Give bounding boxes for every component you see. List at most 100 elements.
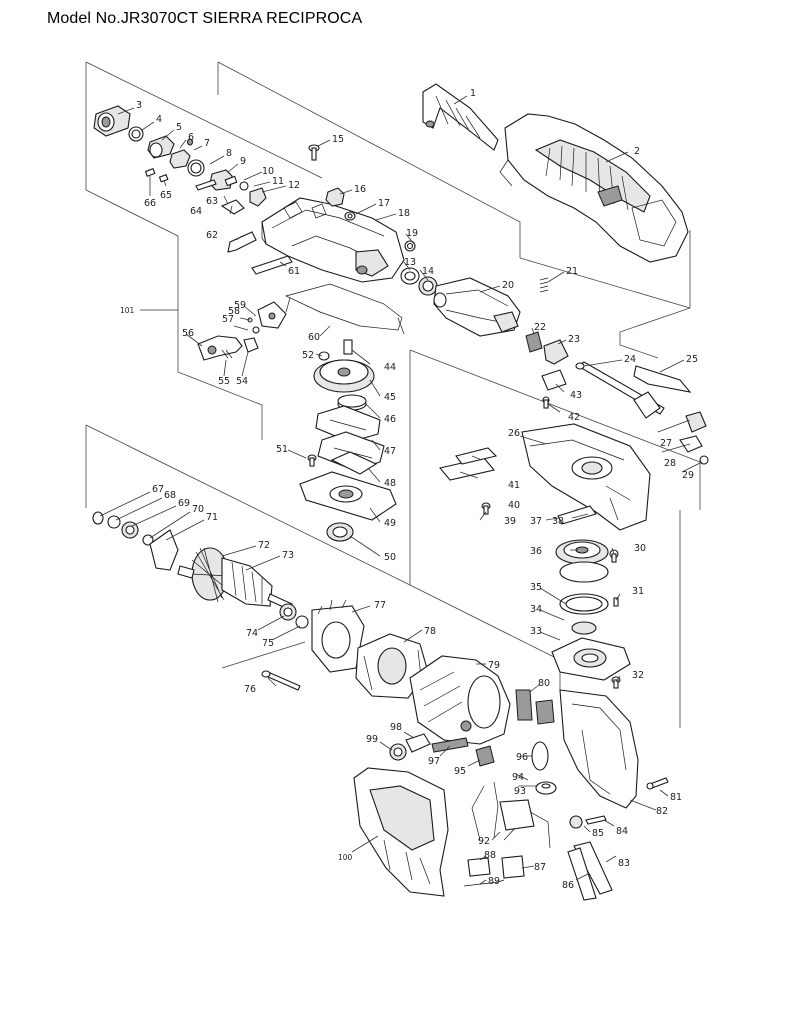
- part-fan-72: [191, 547, 229, 603]
- callout-69: 69: [178, 498, 190, 509]
- callout-100: 100: [338, 853, 353, 862]
- leader-lines: [99, 95, 703, 885]
- callout-74: 74: [246, 628, 258, 639]
- callout-35: 35: [530, 582, 542, 593]
- part-brush-holder-98-99: [389, 733, 431, 761]
- callout-10: 10: [262, 166, 274, 177]
- callout-43: 43: [570, 390, 582, 401]
- part-base-plate-49: [299, 471, 397, 521]
- part-washers-67-71: [92, 511, 179, 571]
- callout-25: 25: [686, 354, 698, 365]
- part-blocks-87-88-89: [463, 855, 525, 887]
- group-outline-lower: [85, 424, 681, 728]
- callout-96: 96: [516, 752, 528, 763]
- part-rings-34-35: [559, 561, 609, 635]
- callout-65: 65: [160, 190, 172, 201]
- callout-5: 5: [176, 122, 182, 133]
- callout-67: 67: [152, 484, 164, 495]
- callout-9: 9: [240, 156, 246, 167]
- callout-labels: 1 2 3 4 5 6 7 8 9 10 11 12 13 14 15 16 1…: [120, 88, 698, 891]
- part-pins-and-screws-left: [144, 168, 293, 275]
- part-gear-45: [313, 339, 375, 393]
- part-bearings-13-14: [400, 267, 438, 296]
- part-sleeve-bushings: [147, 135, 233, 191]
- part-motor-housing-79: [409, 655, 511, 745]
- part-washer-19: [404, 240, 416, 252]
- callout-70: 70: [192, 504, 204, 515]
- callout-3: 3: [136, 100, 142, 111]
- callout-94: 94: [512, 772, 524, 783]
- part-shaft-24: [575, 361, 692, 419]
- callout-83: 83: [618, 858, 630, 869]
- part-screw-15: [308, 144, 320, 161]
- callout-88: 88: [484, 850, 496, 861]
- part-blocks-22-23: [525, 331, 569, 365]
- callout-29: 29: [682, 470, 694, 481]
- part-baffle-77: [311, 599, 365, 673]
- callout-1: 1: [470, 88, 476, 99]
- callout-17: 17: [378, 198, 390, 209]
- part-blade-bracket: [422, 83, 499, 151]
- callout-19: 19: [406, 228, 418, 239]
- callout-76: 76: [244, 684, 256, 695]
- callout-82: 82: [656, 806, 668, 817]
- callout-22: 22: [534, 322, 546, 333]
- callout-24: 24: [624, 354, 636, 365]
- part-plunger-sleeve: [93, 105, 144, 142]
- callout-37: 37: [530, 516, 542, 527]
- callout-12: 12: [288, 180, 300, 191]
- part-plate-48: [330, 451, 378, 475]
- group-outline-upper-left: [85, 61, 521, 440]
- callout-54: 54: [236, 376, 248, 387]
- part-switch-80: [515, 689, 555, 725]
- callout-18: 18: [398, 208, 410, 219]
- callout-49: 49: [384, 518, 396, 529]
- callout-57: 57: [222, 314, 234, 325]
- callout-31: 31: [632, 586, 644, 597]
- part-clamp-43: [541, 369, 567, 409]
- callout-55: 55: [218, 376, 230, 387]
- callout-56: 56: [182, 328, 194, 339]
- callout-60: 60: [308, 332, 320, 343]
- callout-58: 58: [228, 306, 240, 317]
- callout-59: 59: [234, 300, 246, 311]
- callout-72: 72: [258, 540, 270, 551]
- part-gear-housing-26: [521, 423, 651, 531]
- callout-16: 16: [354, 184, 366, 195]
- callout-71: 71: [206, 512, 218, 523]
- callout-32: 32: [632, 670, 644, 681]
- callout-87: 87: [534, 862, 546, 873]
- callout-51: 51: [276, 444, 288, 455]
- callout-99: 99: [366, 734, 378, 745]
- part-plates-95-97: [431, 737, 495, 767]
- part-rear-handle-100: [353, 767, 449, 897]
- part-handle-cover-82: [559, 689, 639, 809]
- page-title: Model No.JR3070CT SIERRA RECIPROCA: [47, 10, 363, 27]
- callout-85: 85: [592, 828, 604, 839]
- callout-63: 63: [206, 196, 218, 207]
- callout-30: 30: [634, 543, 646, 554]
- part-bearing-plate-33: [551, 637, 631, 681]
- callout-8: 8: [226, 148, 232, 159]
- callout-92: 92: [478, 836, 490, 847]
- callout-62: 62: [206, 230, 218, 241]
- callout-52: 52: [302, 350, 314, 361]
- callout-81: 81: [670, 792, 682, 803]
- part-screws-81-84-85: [569, 777, 669, 829]
- callout-73: 73: [282, 550, 294, 561]
- callout-68: 68: [164, 490, 176, 501]
- callout-86: 86: [562, 880, 574, 891]
- part-plate-59: [257, 301, 287, 329]
- callout-45: 45: [384, 392, 396, 403]
- callout-34: 34: [530, 604, 542, 615]
- callout-61: 61: [288, 266, 300, 277]
- callout-41: 41: [508, 480, 520, 491]
- part-cords-83-86: [567, 841, 613, 901]
- callout-6: 6: [188, 132, 194, 143]
- callout-101: 101: [120, 306, 135, 315]
- part-armature-73: [177, 557, 293, 611]
- callout-33: 33: [530, 626, 542, 637]
- callout-44: 44: [384, 362, 396, 373]
- part-slider-20: [433, 277, 521, 337]
- callout-21: 21: [566, 266, 578, 277]
